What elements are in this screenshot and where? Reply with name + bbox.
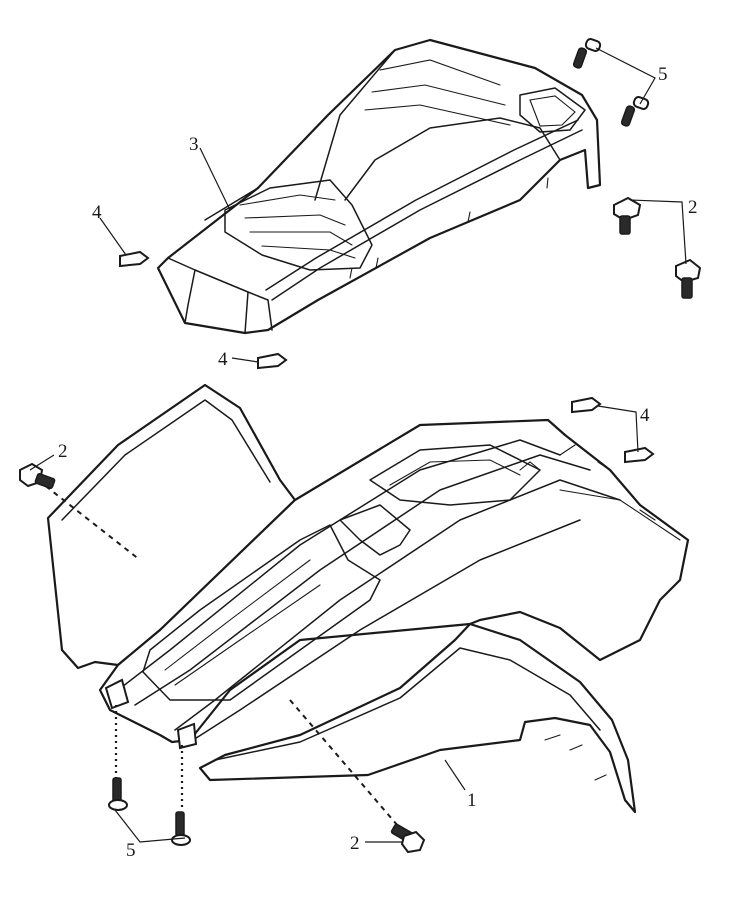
callout-bolt-bottom: 2 <box>350 833 360 854</box>
callout-rear-fender: 3 <box>189 134 199 155</box>
leader-lines <box>29 47 687 843</box>
screw-bottom-left-b <box>171 811 191 846</box>
callout-clip-upper-left: 4 <box>92 202 102 223</box>
callout-clip-middle: 4 <box>218 349 228 370</box>
front-fender <box>46 383 690 814</box>
callout-bolt-left: 2 <box>58 441 68 462</box>
bolt-left <box>19 462 56 489</box>
screw-upper-right-b <box>620 96 650 127</box>
bolt-upper-right-a <box>613 196 642 235</box>
assembly-lines <box>37 479 411 841</box>
callout-bolt-upper-right: 2 <box>688 197 698 218</box>
screw-upper-right-a <box>572 38 602 69</box>
clip-right-a <box>571 396 602 414</box>
clip-middle <box>257 352 288 370</box>
callout-clip-right: 4 <box>640 405 650 426</box>
callout-front-fender: 1 <box>467 790 477 811</box>
rear-fender <box>156 38 602 335</box>
bolt-bottom <box>390 823 426 854</box>
callout-screw-upper-right: 5 <box>658 64 668 85</box>
callout-screw-bottom-left: 5 <box>126 840 136 861</box>
clip-upper-left <box>119 250 150 268</box>
bolt-upper-right-b <box>675 258 702 299</box>
clip-right-b <box>624 446 655 464</box>
screw-bottom-left-a <box>108 777 128 811</box>
